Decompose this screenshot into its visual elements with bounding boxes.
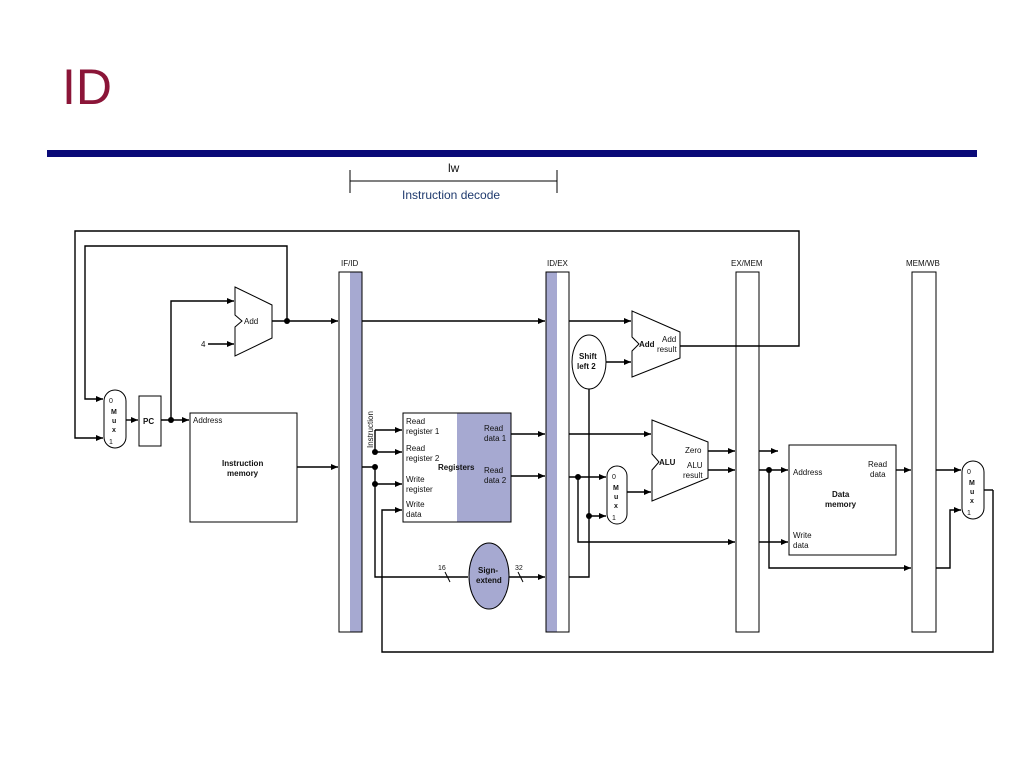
svg-text:register 1: register 1 — [406, 427, 440, 436]
svg-text:ALU: ALU — [687, 461, 703, 470]
pipeline-register-ifid: IF/ID — [338, 259, 363, 633]
svg-text:memory: memory — [227, 469, 259, 478]
svg-text:0: 0 — [612, 474, 616, 481]
svg-text:result: result — [657, 345, 677, 354]
pipeline-register-label: MEM/WB — [906, 259, 940, 268]
pipeline-register-exmem: EX/MEM — [731, 259, 763, 633]
svg-text:Read: Read — [484, 424, 503, 433]
alu: ALU Zero ALU result — [651, 419, 709, 502]
pc-mux: 0 M u x 1 — [103, 389, 127, 449]
register-file: Read register 1 Read register 2 Write re… — [402, 412, 512, 523]
bracket-instruction-label: lw — [448, 161, 460, 175]
branch-adder: Add Add result — [631, 310, 681, 378]
svg-text:x: x — [614, 503, 618, 510]
svg-text:Address: Address — [193, 416, 222, 425]
title-divider — [47, 150, 977, 157]
svg-text:data 1: data 1 — [484, 434, 507, 443]
alu-src-mux: 0 M u x 1 — [606, 465, 628, 525]
pipeline-register-label: IF/ID — [341, 259, 359, 268]
data-memory: Address Read data Data memory Write data — [788, 444, 897, 556]
svg-text:u: u — [970, 489, 974, 496]
constant-four: 4 — [201, 340, 206, 349]
svg-text:u: u — [112, 418, 116, 425]
instruction-bus-label: Instruction — [366, 411, 375, 448]
svg-text:1: 1 — [967, 510, 971, 517]
pipeline-register-label: ID/EX — [547, 259, 569, 268]
svg-text:Add: Add — [662, 335, 676, 344]
wire-junctions — [168, 318, 772, 519]
stage-bracket: lw Instruction decode — [349, 161, 558, 202]
svg-text:register: register — [406, 485, 433, 494]
svg-text:Add: Add — [639, 340, 655, 349]
writeback-mux: 0 M u x 1 — [961, 460, 985, 520]
shift-left-two: Shift left 2 — [571, 334, 607, 390]
svg-text:extend: extend — [476, 576, 502, 585]
svg-text:data: data — [870, 470, 886, 479]
svg-text:Read: Read — [868, 460, 887, 469]
svg-text:PC: PC — [143, 417, 154, 426]
svg-text:ALU: ALU — [659, 458, 676, 467]
svg-text:data 2: data 2 — [484, 476, 507, 485]
bus-width-32: 32 — [515, 565, 523, 572]
svg-text:0: 0 — [109, 398, 113, 405]
svg-text:u: u — [614, 494, 618, 501]
instruction-memory: Address Instruction memory — [189, 412, 298, 523]
svg-text:Read: Read — [484, 466, 503, 475]
svg-text:data: data — [406, 510, 422, 519]
slide-title: ID — [62, 59, 112, 115]
svg-text:Data: Data — [832, 490, 850, 499]
svg-text:Address: Address — [793, 468, 822, 477]
svg-text:M: M — [969, 480, 975, 487]
svg-text:x: x — [970, 498, 974, 505]
svg-text:1: 1 — [109, 439, 113, 446]
svg-text:register 2: register 2 — [406, 454, 440, 463]
svg-text:Instruction: Instruction — [222, 459, 263, 468]
svg-text:data: data — [793, 541, 809, 550]
bus-width-16: 16 — [438, 565, 446, 572]
svg-text:memory: memory — [825, 500, 857, 509]
svg-text:Add: Add — [244, 317, 258, 326]
bracket-stage-label: Instruction decode — [402, 188, 500, 202]
svg-text:M: M — [613, 485, 619, 492]
svg-text:Write: Write — [406, 475, 425, 484]
svg-text:1: 1 — [612, 515, 616, 522]
svg-text:Sign-: Sign- — [478, 566, 498, 575]
svg-text:M: M — [111, 409, 117, 416]
svg-text:left 2: left 2 — [577, 362, 596, 371]
svg-text:x: x — [112, 427, 116, 434]
sign-extend-unit: Sign- extend — [468, 542, 510, 610]
svg-text:Shift: Shift — [579, 352, 597, 361]
pc-adder: Add — [234, 286, 273, 357]
pipeline-register-label: EX/MEM — [731, 259, 763, 268]
svg-text:Read: Read — [406, 417, 425, 426]
svg-text:0: 0 — [967, 469, 971, 476]
program-counter: PC — [138, 395, 162, 447]
pipeline-register-memwb: MEM/WB — [906, 259, 940, 633]
svg-text:Zero: Zero — [685, 446, 702, 455]
svg-text:Write: Write — [793, 531, 812, 540]
svg-text:Registers: Registers — [438, 463, 475, 472]
svg-text:Read: Read — [406, 444, 425, 453]
svg-text:Write: Write — [406, 500, 425, 509]
svg-text:result: result — [683, 471, 703, 480]
pipeline-register-idex: ID/EX — [545, 259, 570, 633]
